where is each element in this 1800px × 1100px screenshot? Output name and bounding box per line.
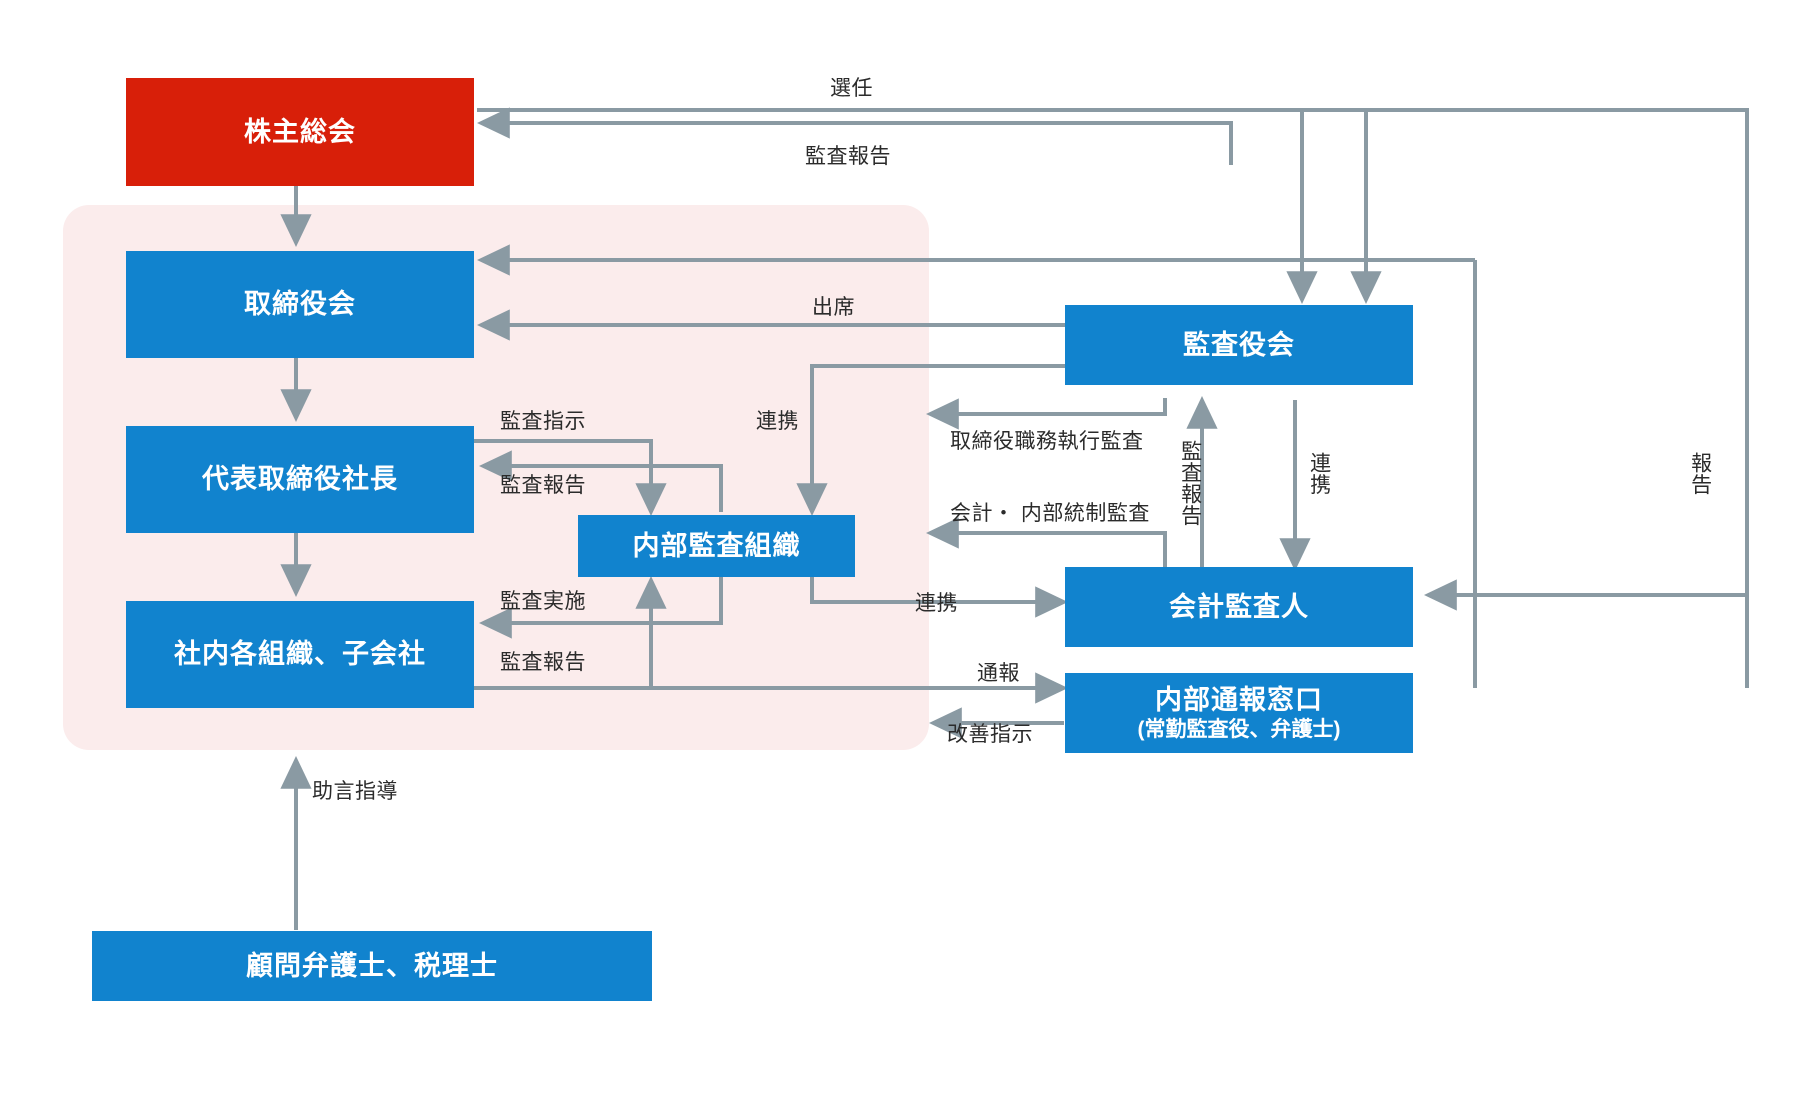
label-audit-report-vertical: 監査報告 xyxy=(1178,440,1202,526)
node-internal-audit-organization[interactable]: 内部監査組織 xyxy=(578,515,855,577)
label-accounting-internal-control-audit: 会計・ 内部統制監査 xyxy=(950,502,1150,525)
node-advisors[interactable]: 顧問弁護士、税理士 xyxy=(92,931,652,1001)
node-sublabel: (常勤監査役、弁護士) xyxy=(1137,717,1341,741)
edge-appointment-top xyxy=(477,108,1749,121)
node-label: 社内各組織、子会社 xyxy=(174,639,426,670)
node-representative-director[interactable]: 代表取締役社長 xyxy=(126,426,474,533)
node-internal-organizations[interactable]: 社内各組織、子会社 xyxy=(126,601,474,708)
edge-accounting-control-audit xyxy=(925,517,1167,567)
label-audit-report-top: 監査報告 xyxy=(805,145,891,168)
label-audit-instruction: 監査指示 xyxy=(500,410,586,433)
label-cooperation-top: 連携 xyxy=(756,410,799,433)
label-cooperation-vertical: 連携 xyxy=(1307,452,1331,495)
node-accounting-auditor[interactable]: 会計監査人 xyxy=(1065,567,1413,647)
node-label: 取締役会 xyxy=(244,289,356,320)
label-whistleblowing: 通報 xyxy=(977,662,1020,685)
label-report-vertical: 報告 xyxy=(1688,452,1712,495)
label-improvement-instruction: 改善指示 xyxy=(947,723,1033,746)
node-board-of-directors[interactable]: 取締役会 xyxy=(126,251,474,358)
label-appointment: 選任 xyxy=(830,77,873,100)
node-label: 内部監査組織 xyxy=(632,530,801,561)
node-label: 内部通報窓口 xyxy=(1155,684,1323,715)
label-audit-execution: 監査実施 xyxy=(500,590,586,613)
node-label: 会計監査人 xyxy=(1169,591,1309,622)
label-attendance: 出席 xyxy=(812,296,855,319)
node-label: 監査役会 xyxy=(1183,329,1295,360)
label-director-duty-audit: 取締役職務執行監査 xyxy=(950,430,1144,453)
node-label: 代表取締役社長 xyxy=(202,464,398,495)
node-shareholders-meeting[interactable]: 株主総会 xyxy=(126,78,474,186)
label-audit-report-from-orgs: 監査報告 xyxy=(500,651,586,674)
label-advice-guidance: 助言指導 xyxy=(312,780,398,803)
node-internal-report-desk[interactable]: 内部通報窓口 (常勤監査役、弁護士) xyxy=(1065,673,1413,753)
node-label: 顧問弁護士、税理士 xyxy=(246,950,498,981)
edge-director-duty-audit xyxy=(925,398,1167,430)
node-audit-board[interactable]: 監査役会 xyxy=(1065,305,1413,385)
node-label: 株主総会 xyxy=(244,116,356,147)
label-audit-report-to-president: 監査報告 xyxy=(500,474,586,497)
label-cooperation-mid: 連携 xyxy=(915,592,958,615)
